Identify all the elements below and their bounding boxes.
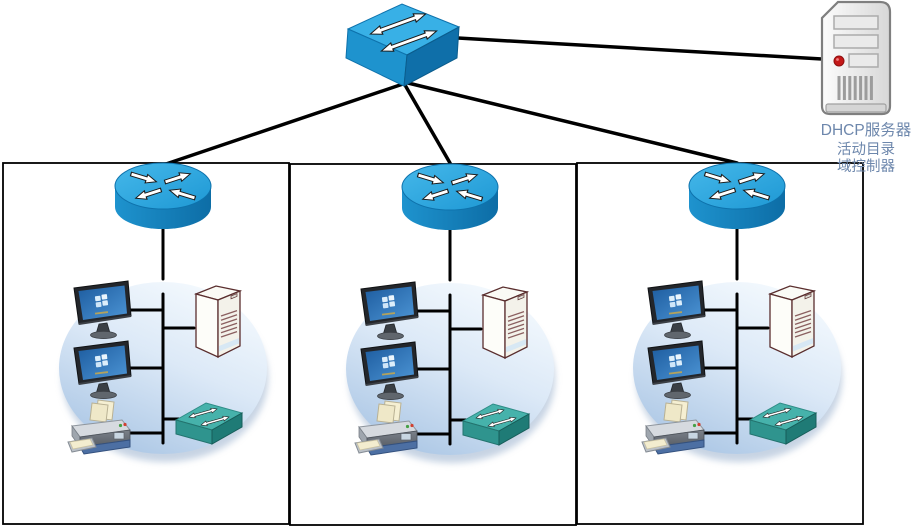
edge-core-to-router-1 (164, 82, 405, 166)
core-switch-node[interactable] (345, 3, 461, 87)
server-vents (837, 76, 873, 100)
drive-bay (833, 15, 879, 30)
power-led (833, 55, 845, 67)
drive-bay (848, 53, 879, 68)
edge-core-to-dhcp-server (456, 36, 824, 61)
edge-core-to-router-2 (403, 83, 452, 165)
edge-core-to-router-3 (406, 81, 739, 165)
dhcp-server-node[interactable] (820, 0, 892, 116)
subnet-2[interactable] (290, 164, 576, 525)
drive-bay (833, 34, 879, 49)
dhcp-server-label-line1: DHCP服务器 (821, 121, 912, 139)
server-base (825, 103, 887, 113)
dhcp-server-label-line3: 域控制器 (837, 158, 895, 175)
subnet-3[interactable] (577, 163, 863, 524)
subnet-1[interactable] (3, 163, 289, 524)
trunk-links (164, 36, 824, 166)
dhcp-server-label-line2: 活动目录 (837, 141, 895, 158)
led-highlight (836, 58, 839, 61)
